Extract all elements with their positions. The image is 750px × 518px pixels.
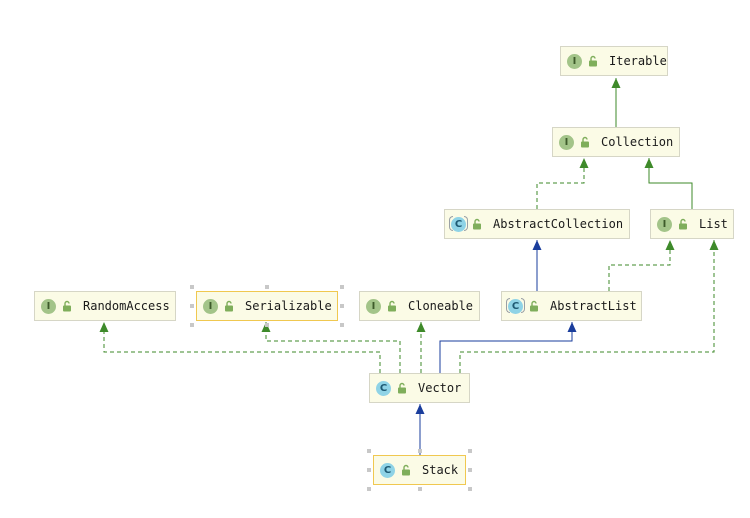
interface-icon: I: [41, 298, 56, 314]
node-vector[interactable]: C Vector: [369, 373, 470, 403]
node-label: Collection: [601, 135, 674, 149]
selection-handle[interactable]: [468, 449, 472, 453]
public-access-icon: [530, 300, 538, 312]
node-list[interactable]: I List: [650, 209, 734, 239]
arrowhead-icon: [665, 240, 675, 250]
node-label: Iterable: [609, 54, 667, 68]
selection-handle[interactable]: [190, 323, 194, 327]
edge-abstractcollection-to-collection: [536, 158, 585, 209]
selection-handle[interactable]: [265, 323, 269, 327]
node-label: AbstractCollection: [493, 217, 624, 231]
public-access-icon: [679, 218, 687, 230]
node-collection[interactable]: I Collection: [552, 127, 680, 157]
arrowhead-icon: [644, 158, 654, 168]
interface-icon: I: [657, 216, 672, 232]
arrowhead-icon: [416, 322, 426, 332]
public-access-icon: [388, 300, 396, 312]
selection-handle[interactable]: [367, 487, 371, 491]
public-access-icon: [402, 464, 410, 476]
selection-handle[interactable]: [417, 487, 422, 491]
edge-vector-to-randomaccess: [103, 322, 381, 373]
node-label: RandomAccess: [83, 299, 170, 313]
selection-handle[interactable]: [190, 285, 194, 289]
selection-handle[interactable]: [340, 285, 344, 289]
interface-icon: I: [559, 134, 574, 150]
public-access-icon: [398, 382, 406, 394]
node-label: List: [699, 217, 728, 231]
public-access-icon: [473, 218, 481, 230]
abstract-class-icon: C: [506, 297, 525, 314]
class-icon: C: [380, 462, 395, 478]
selection-handle[interactable]: [367, 449, 371, 453]
public-access-icon: [225, 300, 233, 312]
node-abstractlist[interactable]: C AbstractList: [501, 291, 642, 321]
node-iterable[interactable]: I Iterable: [560, 46, 668, 76]
selection-handle[interactable]: [340, 323, 344, 327]
arrowhead-icon: [611, 78, 621, 88]
node-stack[interactable]: C Stack: [373, 455, 466, 485]
selection-handle[interactable]: [367, 468, 371, 472]
selection-handle[interactable]: [190, 304, 194, 308]
arrowhead-icon: [261, 322, 271, 332]
interface-icon: I: [203, 298, 218, 314]
edge-list-to-collection: [648, 158, 693, 209]
node-label: Stack: [422, 463, 459, 477]
node-cloneable[interactable]: I Cloneable: [359, 291, 480, 321]
node-label: Vector: [418, 381, 462, 395]
edge-vector-to-list: [459, 240, 715, 373]
selection-handle[interactable]: [340, 304, 344, 308]
arrowhead-icon: [579, 158, 589, 168]
public-access-icon: [589, 55, 597, 67]
arrowhead-icon: [567, 322, 577, 332]
abstract-class-icon: C: [449, 215, 468, 232]
node-label: AbstractList: [550, 299, 637, 313]
arrowhead-icon: [415, 404, 425, 414]
public-access-icon: [63, 300, 71, 312]
interface-icon: I: [366, 298, 381, 314]
node-abstractcollection[interactable]: C AbstractCollection: [444, 209, 630, 239]
class-icon: C: [376, 380, 391, 396]
node-label: Serializable: [245, 299, 332, 313]
public-access-icon: [581, 136, 589, 148]
selection-handle[interactable]: [468, 468, 472, 472]
selection-handle[interactable]: [265, 285, 269, 289]
selection-handle[interactable]: [417, 449, 422, 453]
edge-abstractlist-to-list: [608, 240, 671, 291]
node-randomaccess[interactable]: I RandomAccess: [34, 291, 176, 321]
arrowhead-icon: [99, 322, 109, 332]
arrowhead-icon: [532, 240, 542, 250]
interface-icon: I: [567, 53, 582, 69]
arrowhead-icon: [709, 240, 719, 250]
selection-handle[interactable]: [468, 487, 472, 491]
node-serializable[interactable]: I Serializable: [196, 291, 338, 321]
node-label: Cloneable: [408, 299, 474, 313]
